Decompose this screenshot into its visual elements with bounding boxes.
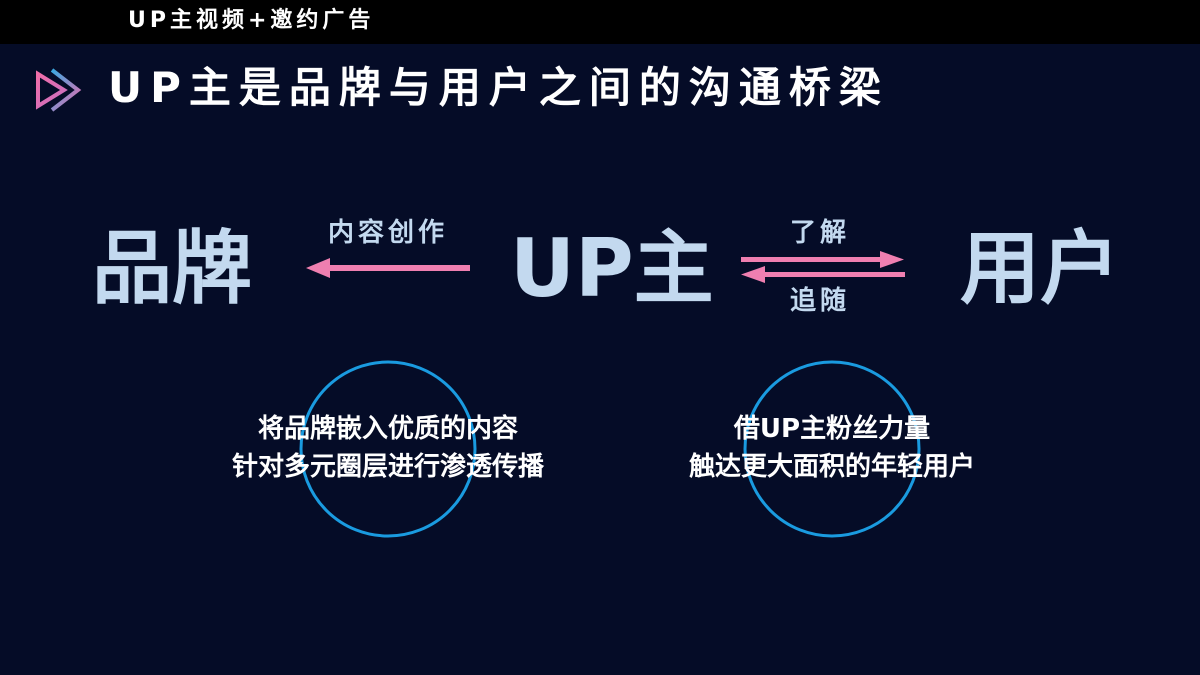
edge-label-understand: 了解 xyxy=(790,218,851,248)
node-up-creator: UP主 xyxy=(510,222,714,315)
arrow-left-icon xyxy=(741,266,905,283)
circle-right xyxy=(743,360,921,538)
arrow-left-icon xyxy=(306,258,470,278)
description-left: 将品牌嵌入优质的内容 针对多元圈层进行渗透传播 xyxy=(188,410,588,486)
description-left-line2: 针对多元圈层进行渗透传播 xyxy=(231,452,544,482)
top-bar: UP主视频+邀约广告 xyxy=(0,0,1200,44)
top-bar-title: UP主视频+邀约广告 xyxy=(128,8,375,33)
description-right-line2: 触达更大面积的年轻用户 xyxy=(688,452,975,482)
node-user: 用户 xyxy=(960,222,1120,315)
description-left-line1: 将品牌嵌入优质的内容 xyxy=(257,414,518,444)
node-brand: 品牌 xyxy=(92,222,252,315)
edge-label-content-creation: 内容创作 xyxy=(328,218,449,248)
page-title: UP主是品牌与用户之间的沟通桥梁 xyxy=(108,63,889,112)
arrow-right-icon xyxy=(741,251,904,268)
circle-left xyxy=(299,360,477,538)
play-forward-icon xyxy=(30,64,90,116)
edge-label-follow: 追随 xyxy=(790,286,851,316)
description-right: 借UP主粉丝力量 触达更大面积的年轻用户 xyxy=(632,410,1032,486)
description-right-line1: 借UP主粉丝力量 xyxy=(733,414,931,444)
